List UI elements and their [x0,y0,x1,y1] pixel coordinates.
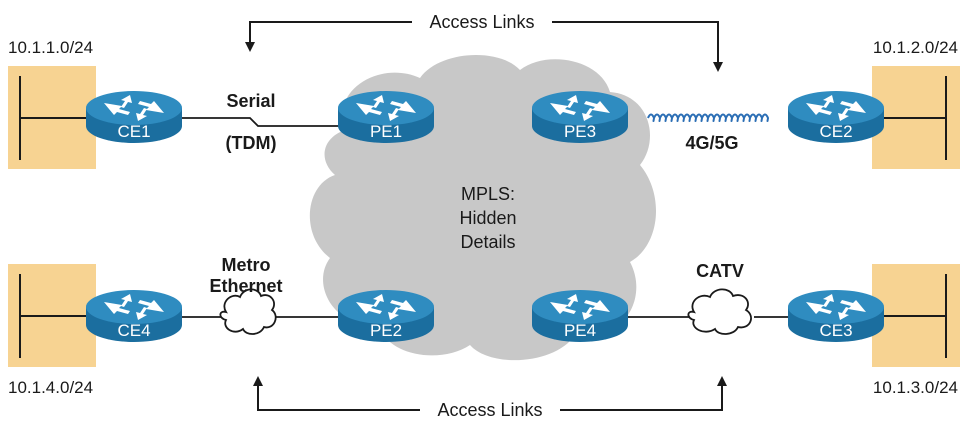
router-label-pe4: PE4 [564,321,596,340]
router-label-pe1: PE1 [370,122,402,141]
router-label-pe3: PE3 [564,122,596,141]
router-pe3[interactable]: PE3 [532,91,628,143]
router-ce4[interactable]: CE4 [86,290,182,342]
wireless-link-icon [647,113,770,122]
top-access-label: Access Links [429,12,534,32]
metro-label-line-2: Ethernet [209,276,282,296]
metro-ethernet-link [180,288,340,335]
bottom-access-links: Access Links [253,376,727,420]
router-label-ce2: CE2 [819,122,852,141]
subnet-ce1: 10.1.1.0/24 [8,38,93,57]
router-pe1[interactable]: PE1 [338,91,434,143]
serial-link [180,117,340,127]
cloud-line-1: MPLS: [461,184,515,204]
router-ce3[interactable]: CE3 [788,290,884,342]
router-label-ce3: CE3 [819,321,852,340]
bottom-access-label: Access Links [437,400,542,420]
cloud-line-2: Hidden [459,208,516,228]
subnet-ce3: 10.1.3.0/24 [873,378,958,397]
wireless-label: 4G/5G [685,133,738,153]
cloud-line-3: Details [460,232,515,252]
metro-label-line-1: Metro [222,255,271,275]
site-lan-ce1 [8,66,96,169]
site-lan-ce2 [872,66,960,169]
catv-label: CATV [696,261,744,281]
serial-label-line-2: (TDM) [226,133,277,153]
router-pe4[interactable]: PE4 [532,290,628,342]
catv-cloud-icon [687,288,752,335]
subnet-ce2: 10.1.2.0/24 [873,38,958,57]
router-label-pe2: PE2 [370,321,402,340]
catv-link [628,288,790,335]
router-ce1[interactable]: CE1 [86,91,182,143]
metro-cloud-icon [219,288,277,335]
site-lan-ce3 [872,264,960,367]
router-label-ce4: CE4 [117,321,150,340]
router-pe2[interactable]: PE2 [338,290,434,342]
serial-label-line-1: Serial [226,91,275,111]
site-lan-ce4 [8,264,96,367]
subnet-ce4: 10.1.4.0/24 [8,378,93,397]
top-access-links: Access Links [245,12,723,72]
router-label-ce1: CE1 [117,122,150,141]
router-ce2[interactable]: CE2 [788,91,884,143]
